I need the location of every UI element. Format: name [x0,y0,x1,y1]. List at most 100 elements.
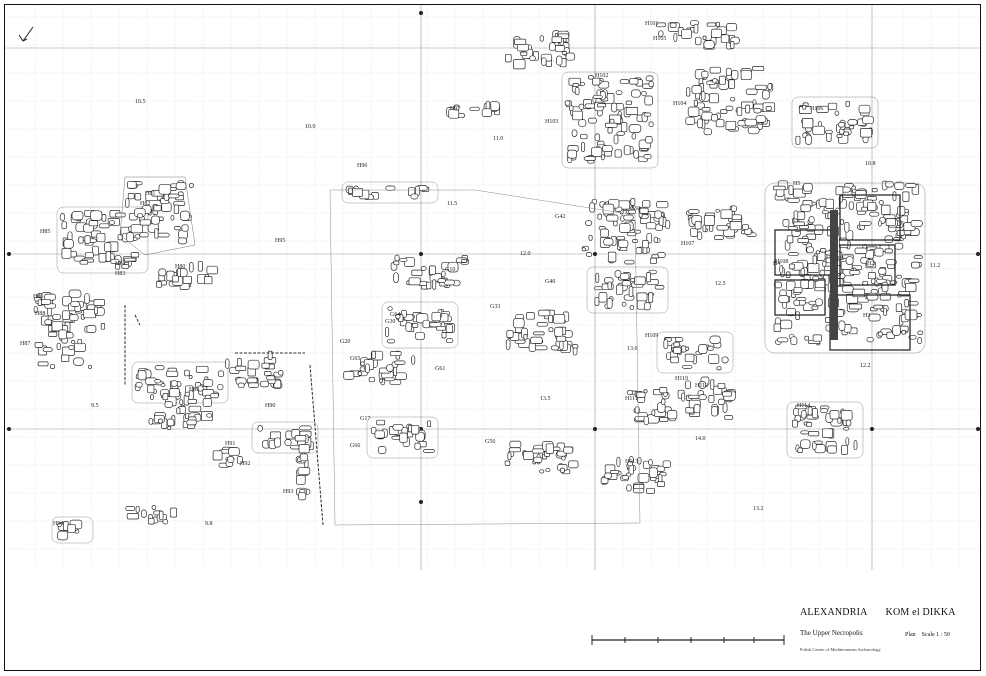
tomb-block [602,203,615,215]
tomb-block [798,225,810,230]
tomb-block [827,102,838,110]
tomb-block [509,440,522,448]
tomb-block [656,481,666,487]
feature-label: G30 [385,319,395,325]
trench-outline [366,416,439,459]
tomb-block [648,292,654,303]
tomb-block [690,227,698,237]
tomb-block [641,90,647,96]
feature-label: 13.5 [540,396,551,402]
tomb-block [173,204,180,215]
feature-label: H89 [189,387,199,393]
feature-label: 11.2 [930,263,940,269]
tomb-block [753,108,762,114]
tomb-block [800,410,807,419]
feature-label: G33 [490,304,500,310]
tomb-block [481,108,492,117]
tomb-block [897,206,906,216]
north-arrow-icon [18,26,34,42]
feature-label: H111 [625,396,638,402]
tomb-block [166,418,175,427]
tomb-block [845,437,850,446]
tomb-block [646,272,651,283]
feature-label: 9.5 [91,403,99,409]
tomb-block [564,100,571,106]
tomb-block [687,106,700,117]
tomb-block [663,339,669,350]
tomb-block [170,214,175,221]
tomb-block [264,371,272,376]
tomb-block [137,370,147,381]
tomb-block [217,383,224,391]
tomb-block [166,370,179,377]
tomb-block [585,252,593,257]
house-area-outline [764,182,926,354]
feature-label: G40 [545,279,555,285]
tomb-block [812,255,817,265]
tomb-block [625,107,639,115]
tomb-block [656,465,666,472]
feature-label: 10.0 [305,124,316,130]
tomb-block [225,358,230,369]
feature-label: H94 [53,521,63,527]
credit-line: Polish Centre of Mediterranean Archaeolo… [800,647,881,652]
feature-label: 14.0 [695,436,706,442]
feature-label: H82 [140,201,150,207]
feature-label: G20 [340,339,350,345]
tomb-block [441,332,447,339]
tomb-block [745,104,751,114]
tomb-block [592,94,603,99]
tomb-block [825,198,834,209]
tomb-block [606,214,619,222]
tomb-block [709,66,721,74]
tomb-block [630,198,636,206]
tomb-block [632,239,638,243]
tomb-block [217,370,225,378]
tomb-block [623,145,631,156]
tomb-block [834,110,840,116]
tomb-block [626,231,637,237]
tomb-block [754,84,768,90]
tomb-block [624,259,635,265]
excavated-structures [33,20,926,544]
tomb-block [710,28,722,38]
tomb-block [571,129,578,137]
tomb-block [800,268,806,277]
tomb-block [816,105,829,113]
tomb-block [154,379,162,384]
tomb-block [843,131,849,136]
tomb-block [600,477,609,484]
tomb-block [779,265,784,274]
tomb-block [597,213,602,220]
tomb-block [548,327,554,333]
feature-label: G65 [350,356,360,362]
feature-label: H3 [863,313,870,319]
tomb-block [802,118,814,129]
tomb-block [744,118,757,127]
tomb-block [140,509,147,518]
tomb-block [651,254,659,259]
tomb-block [797,238,809,243]
tomb-block [531,448,545,454]
tomb-block [57,530,69,541]
tomb-block [236,456,243,465]
tomb-block [528,342,536,352]
tomb-block [202,379,214,387]
tomb-block [248,382,259,388]
feature-label: H91 [225,441,235,447]
tomb-block [206,413,213,418]
tomb-block [52,313,62,320]
tomb-block [742,224,749,230]
tomb-block [426,281,432,290]
tomb-block [698,381,707,389]
tomb-block [836,134,843,138]
feature-label: 12.2 [860,363,871,369]
tomb-block [607,127,613,134]
tomb-block [894,181,905,190]
tomb-block [812,408,818,419]
tomb-block [395,313,401,319]
tomb-block [568,460,579,469]
tomb-block [621,475,629,480]
tomb-block [594,133,601,142]
